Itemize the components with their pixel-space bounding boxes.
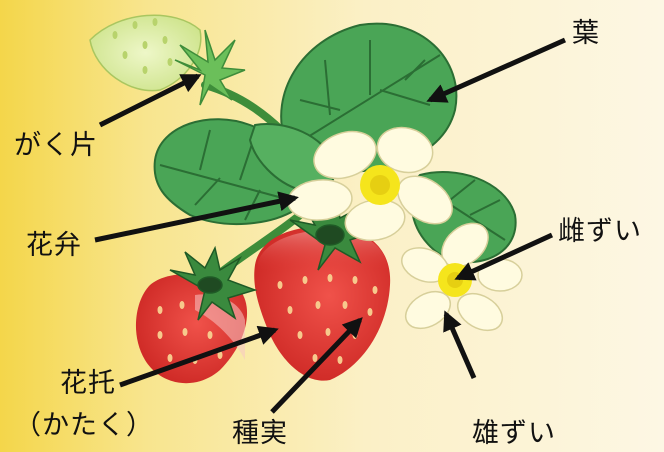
arrows <box>94 37 567 414</box>
label-petal: 花弁 <box>26 230 82 261</box>
arrow-pistil <box>454 232 554 281</box>
arrow-receptacle <box>119 325 279 388</box>
arrow-seed <box>270 317 363 414</box>
unripe-strawberry <box>89 14 202 92</box>
label-stamen: 雄ずい <box>472 418 556 449</box>
arrow-stamen <box>443 310 477 380</box>
arrow-sepal <box>98 73 202 128</box>
label-sepal: がく片 <box>14 130 98 161</box>
sepal-small <box>169 245 258 321</box>
arrow-leaf <box>426 37 567 103</box>
label-receptacle-line2: （かたく） <box>14 410 154 441</box>
label-seed: 種実 <box>232 418 288 449</box>
label-leaf: 葉 <box>572 18 600 49</box>
label-pistil: 雌ずい <box>558 216 642 247</box>
arrow-petal <box>94 191 299 243</box>
flower-upper <box>287 126 453 242</box>
sepal-unripe <box>174 29 246 106</box>
flower-lower <box>401 222 523 332</box>
label-receptacle-line1: 花托 <box>60 368 116 399</box>
